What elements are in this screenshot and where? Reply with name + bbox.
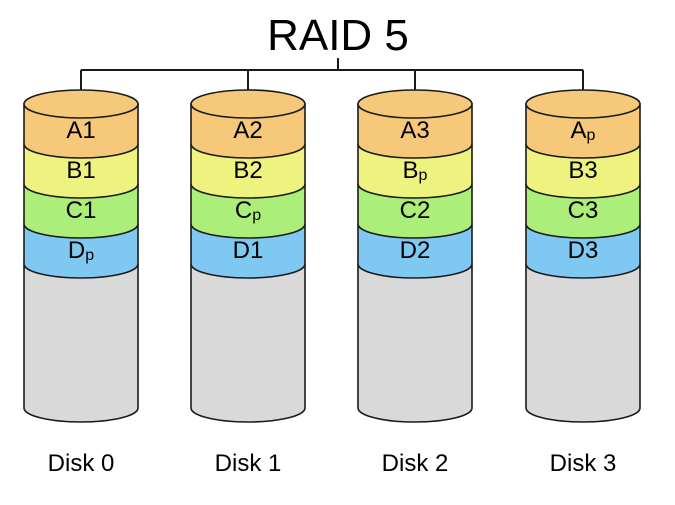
block-label-index: 1 [83,197,96,224]
block-label: A2 [233,117,262,144]
data-block [23,223,139,279]
disk-top-cap [357,89,473,119]
block-label: C2 [400,197,431,224]
data-block [525,223,641,279]
block-label-main: A [66,117,82,144]
data-block [525,183,641,239]
block-label-main: A [571,117,587,144]
block-label: Cp [235,197,261,224]
block-label-index: 1 [250,237,263,264]
block-label-main: D [233,237,250,264]
block-label: D1 [233,237,264,264]
disk-empty-space [23,263,139,423]
parity-subscript: p [587,127,596,144]
block-label-index: 2 [417,197,430,224]
data-block [190,143,306,199]
block-label: A1 [66,117,95,144]
data-block [190,103,306,159]
block-label: B1 [66,157,95,184]
disk-top-cap [525,89,641,119]
block-label: A3 [400,117,429,144]
block-label: Bp [403,157,428,184]
disk-top-cap [23,89,139,119]
data-block [357,183,473,239]
data-block [525,143,641,199]
block-label: D3 [568,237,599,264]
disk-empty-space [357,263,473,423]
block-label-index: 3 [585,197,598,224]
data-block [357,223,473,279]
disk-empty-space [190,263,306,423]
data-block [23,143,139,199]
disk-empty-space [525,263,641,423]
parity-subscript: p [419,167,428,184]
block-label-index: 2 [249,157,262,184]
data-block [357,103,473,159]
block-label-main: B [66,157,82,184]
block-label-main: C [66,197,83,224]
disk-label: Disk 0 [48,450,115,477]
parity-subscript: p [252,207,261,224]
block-label-index: 3 [416,117,429,144]
block-label-main: A [400,117,416,144]
block-label: Dp [68,237,94,264]
block-label: B3 [568,157,597,184]
block-label-main: B [568,157,584,184]
disk-top-cap [190,89,306,119]
block-label: Ap [571,117,596,144]
disk-label: Disk 1 [215,450,282,477]
data-block [525,103,641,159]
block-label-main: D [400,237,417,264]
parity-subscript: p [85,247,94,264]
disk-label: Disk 3 [550,450,617,477]
block-label: B2 [233,157,262,184]
block-label-index: 1 [82,117,95,144]
data-block [23,183,139,239]
data-block [23,103,139,159]
data-block [190,183,306,239]
block-label: C1 [66,197,97,224]
block-label-main: D [568,237,585,264]
data-block [357,143,473,199]
block-label: D2 [400,237,431,264]
block-label-index: 2 [249,117,262,144]
diagram-title: RAID 5 [267,11,409,60]
block-label-main: D [68,237,85,264]
bus-connector [80,58,584,90]
block-label-index: 3 [584,157,597,184]
block-label-main: B [403,157,419,184]
block-label-main: A [233,117,249,144]
block-label-index: 1 [82,157,95,184]
block-label: C3 [568,197,599,224]
block-label-main: B [233,157,249,184]
disk-label: Disk 2 [382,450,449,477]
block-label-main: C [568,197,585,224]
block-label-main: C [400,197,417,224]
block-label-index: 3 [585,237,598,264]
block-label-index: 2 [417,237,430,264]
data-block [190,223,306,279]
block-label-main: C [235,197,252,224]
